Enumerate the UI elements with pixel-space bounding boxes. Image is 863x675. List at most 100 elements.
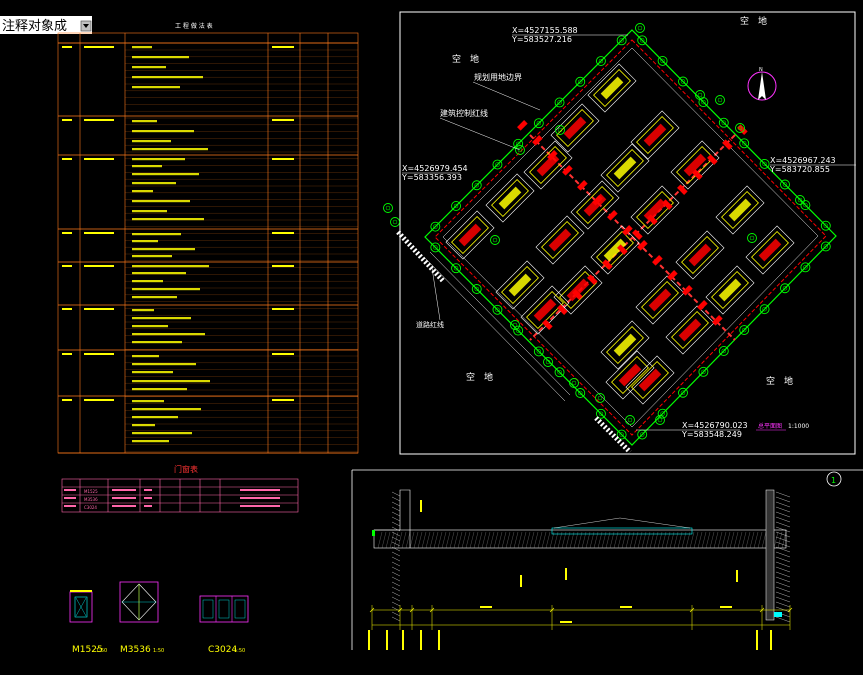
coord-bottom: X=4526790.023 Y=583548.249 xyxy=(636,421,748,439)
spec-table-title: 工 程 做 法 表 xyxy=(175,22,213,30)
spec-row-text xyxy=(132,265,209,268)
tree-icon xyxy=(715,95,725,105)
spec-row-text xyxy=(132,240,158,243)
tree-icon xyxy=(510,320,520,330)
spec-row-text xyxy=(132,325,168,328)
tree-icon xyxy=(800,200,811,211)
site-plan: 空 地 空 地 空 地 空 地 规划用地边界 建筑控制红线 道路红线 X=452… xyxy=(383,11,856,455)
tree-icon xyxy=(780,179,790,190)
spec-row-text xyxy=(132,317,191,320)
tree-icon xyxy=(747,233,757,243)
elevation-label xyxy=(736,570,738,582)
building xyxy=(625,355,675,405)
spec-row-tag xyxy=(62,265,72,267)
spec-row-text xyxy=(132,432,192,435)
door-row-code: C3024 xyxy=(84,505,97,510)
spec-row-text xyxy=(132,440,169,443)
tree-icon xyxy=(678,387,688,398)
spec-table-body xyxy=(62,46,294,443)
tree-icon xyxy=(780,283,790,294)
edge-road-left xyxy=(396,230,446,284)
tree-icon xyxy=(655,415,665,425)
detail-scale: 1:50 xyxy=(234,648,245,654)
empty-lot-label: 空 地 xyxy=(452,53,479,65)
building xyxy=(445,210,495,260)
door-row-tag xyxy=(64,497,76,499)
tree-icon xyxy=(492,304,503,315)
spec-row-text xyxy=(132,363,196,366)
door-table xyxy=(61,478,299,513)
building xyxy=(715,185,765,235)
soil-hatch xyxy=(377,491,791,623)
tree-icon xyxy=(800,262,811,273)
spec-row-remark xyxy=(272,119,294,121)
planning-boundary-label: 规划用地边界 xyxy=(474,72,522,82)
spec-row-text xyxy=(132,165,162,168)
annotate-dropdown-button[interactable] xyxy=(80,20,92,32)
spec-row-category xyxy=(84,353,114,355)
section-drawing: 1 xyxy=(351,469,863,650)
spec-row-text xyxy=(132,255,172,258)
spec-row-text xyxy=(132,130,194,133)
spec-row-tag xyxy=(62,232,72,234)
tree-icon xyxy=(596,56,606,66)
spec-row-tag xyxy=(62,46,72,48)
spec-row-text xyxy=(132,56,189,59)
elevation-label xyxy=(420,500,422,512)
spec-row-category xyxy=(84,119,114,121)
tree-icon xyxy=(657,408,668,419)
chevron-down-icon xyxy=(83,24,89,28)
spec-row-remark xyxy=(272,158,294,160)
tree-icon xyxy=(616,429,627,440)
building xyxy=(600,320,650,370)
tree-icon xyxy=(759,158,770,169)
spec-row-tag xyxy=(62,353,72,355)
coord-left: X=4526979.454 Y=583356.393 xyxy=(401,164,468,182)
elevation-label xyxy=(386,630,388,650)
door-row-code: M3536 xyxy=(84,497,98,502)
elevation-label xyxy=(565,568,567,580)
spec-row-tag xyxy=(62,119,72,121)
buildings-layer xyxy=(445,63,795,405)
elevation-label xyxy=(420,630,422,650)
building xyxy=(590,225,640,275)
tree-icon xyxy=(383,203,393,213)
spec-row-text xyxy=(132,210,167,213)
detail-scale: 1:50 xyxy=(153,648,164,654)
building xyxy=(630,185,680,235)
site-plan-frame xyxy=(399,11,856,455)
door-row-tag xyxy=(64,489,76,491)
svg-text:X=4527155.588: X=4527155.588 xyxy=(512,26,578,35)
spec-row-text xyxy=(132,309,154,312)
svg-text:X=4526967.243: X=4526967.243 xyxy=(770,156,836,165)
detail-scale: 1:50 xyxy=(96,648,107,654)
tree-icon xyxy=(795,195,805,205)
building xyxy=(635,275,685,325)
elevation-label xyxy=(520,575,522,587)
tree-icon xyxy=(820,241,831,252)
tree-icon xyxy=(471,284,482,294)
tree-icon xyxy=(595,393,605,403)
building xyxy=(523,140,573,190)
elevation-label xyxy=(756,630,758,650)
tree-icon xyxy=(451,200,461,211)
elevation-label xyxy=(770,630,772,650)
building xyxy=(605,350,655,400)
spec-row-text xyxy=(132,120,157,123)
plan-scale-title: 总平面图 xyxy=(758,422,782,430)
spec-row-text xyxy=(132,158,185,161)
tree-icon xyxy=(471,180,482,191)
spec-row-text xyxy=(132,355,159,358)
elevation-label xyxy=(402,630,404,650)
tree-icon xyxy=(575,388,586,398)
spec-row-tag xyxy=(62,158,72,160)
building xyxy=(675,230,725,280)
tree-icon xyxy=(718,117,729,128)
spec-row-text xyxy=(132,424,155,427)
vertical-labels xyxy=(368,500,772,650)
tree-icon xyxy=(430,242,441,253)
tree-icon xyxy=(554,97,565,108)
spec-row-text xyxy=(132,200,190,203)
